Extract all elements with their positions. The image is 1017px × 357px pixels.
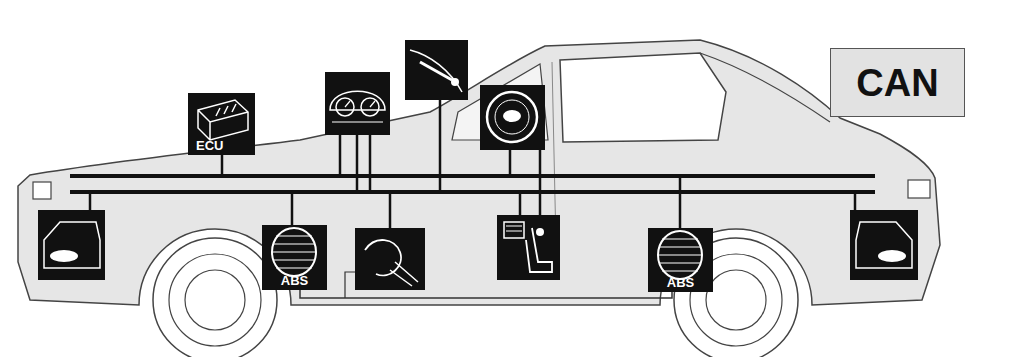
ecu-icon (188, 93, 255, 155)
abs-tile: ABS (648, 228, 713, 292)
wiper-icon (405, 40, 468, 100)
node-text: ABS (281, 273, 308, 288)
rear-side-window (560, 53, 726, 142)
seat-icon (497, 215, 560, 280)
ecu-tile: ECU (188, 93, 255, 155)
taillight-icon (850, 210, 918, 280)
abs-tire-icon (262, 225, 327, 290)
airbag-wire (345, 272, 355, 298)
node-text: ABS (667, 275, 694, 290)
rear-lamp (908, 180, 930, 198)
can-bus-line (70, 174, 875, 178)
rear-windshield (700, 53, 830, 122)
airbag-icon (355, 228, 425, 290)
abs-tile: ABS (262, 225, 327, 290)
front-lamp (33, 182, 51, 199)
car-body (18, 40, 940, 305)
abs-tire-icon (648, 228, 713, 292)
abs-wire (300, 290, 672, 298)
node-text: CAN (856, 62, 938, 104)
headlight-icon (38, 210, 105, 280)
node-text: ECU (196, 138, 223, 153)
can-label-box: CAN (830, 48, 965, 117)
front-wheel (153, 238, 277, 357)
can-bus-line (70, 190, 875, 194)
instrument-cluster-icon (325, 72, 390, 135)
steering-wheel-icon (480, 85, 545, 150)
